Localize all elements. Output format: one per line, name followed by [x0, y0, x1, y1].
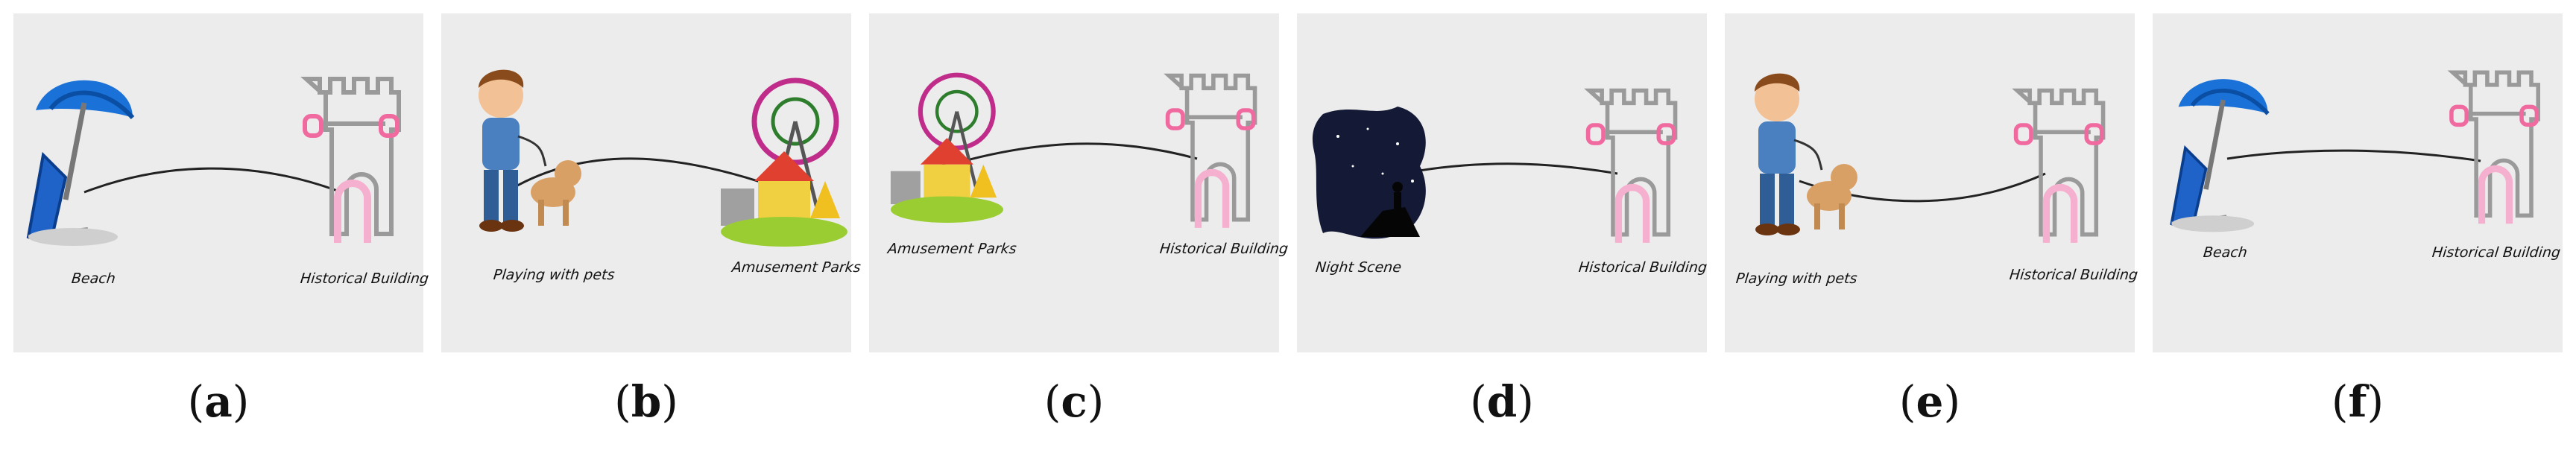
- right-label: Historical Building: [1158, 241, 1289, 257]
- panel-a: Beach Historical Building: [13, 13, 429, 352]
- amusement-park-icon: [721, 80, 847, 247]
- beach-icon: [28, 80, 133, 246]
- panel-f: Beach Historical Building: [2153, 13, 2563, 352]
- link-line: [958, 142, 1198, 164]
- left-label: Night Scene: [1314, 259, 1403, 276]
- right-label: Historical Building: [299, 270, 430, 287]
- panel-e: Playing with pets Historical Building: [1725, 13, 2139, 352]
- panel-c: Amusement Parks Historical Building: [869, 13, 1289, 352]
- panel-e-graphic: [1753, 72, 2135, 352]
- panel-b-graphic: [477, 69, 851, 352]
- castle-icon: [2452, 72, 2538, 224]
- caption-a: (a): [187, 376, 250, 427]
- caption-c: (c): [1044, 376, 1105, 427]
- caption-b: (b): [614, 376, 678, 427]
- left-label: Playing with pets: [1734, 270, 1858, 287]
- right-label: Amusement Parks: [730, 259, 862, 276]
- panel-d-graphic: [1312, 13, 1707, 352]
- castle-icon: [305, 79, 399, 243]
- panel-a-graphic: [13, 13, 423, 352]
- panel-d: Night Scene Historical Building: [1297, 13, 1708, 352]
- right-label: Historical Building: [2008, 267, 2139, 283]
- left-label: Amusement Parks: [886, 241, 1017, 257]
- pets-icon: [1753, 72, 1859, 237]
- link-line: [511, 157, 770, 190]
- link-line: [1401, 162, 1618, 175]
- panel-f-graphic: [2153, 13, 2563, 352]
- panel-b: Playing with pets Amusement Parks: [441, 13, 862, 352]
- left-label: Beach: [70, 270, 117, 287]
- pets-icon: [477, 69, 583, 233]
- right-label: Historical Building: [1577, 259, 1708, 276]
- caption-d: (d): [1470, 376, 1534, 427]
- panel-c-graphic: [869, 13, 1279, 352]
- left-label: Beach: [2202, 244, 2249, 261]
- link-line: [83, 167, 342, 194]
- caption-f: (f): [2331, 376, 2384, 427]
- castle-icon: [1168, 76, 1255, 228]
- night-scene-icon: [1312, 107, 1426, 239]
- amusement-park-icon: [891, 75, 1003, 223]
- left-label: Playing with pets: [492, 267, 616, 283]
- caption-e: (e): [1898, 376, 1961, 427]
- right-label: Historical Building: [2431, 244, 2562, 261]
- link-line: [2226, 149, 2481, 162]
- castle-icon: [2016, 91, 2103, 243]
- castle-icon: [1588, 91, 1676, 243]
